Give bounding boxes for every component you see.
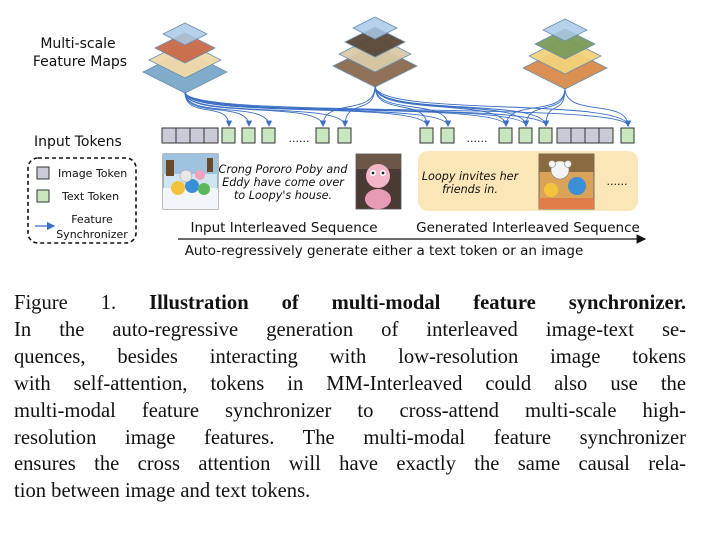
figure-diagram: Multi-scale Feature Maps Input Tokens ..… <box>27 16 647 259</box>
text-token <box>241 127 256 144</box>
feature-map-layer <box>344 26 406 58</box>
synchronizer-arrow <box>184 91 632 127</box>
text-token <box>261 127 276 144</box>
caption-title: Illustration of multi-modal feature sync… <box>149 292 686 314</box>
text-token <box>315 127 330 144</box>
generated-text-line: friends in. <box>442 183 498 196</box>
text-token <box>419 127 434 144</box>
feature-maps-label-line1: Multi-scale <box>40 36 115 52</box>
feature-map-stack <box>522 18 608 90</box>
caption-line: multi-modal feature synchronizer to cros… <box>14 399 686 422</box>
text-token <box>620 127 635 144</box>
text-token <box>337 127 352 144</box>
generated-text-line: Loopy invites her <box>422 170 520 183</box>
image-token <box>189 127 205 144</box>
caption-line: with self-attention, tokens in MM-Interl… <box>14 372 686 395</box>
text-token <box>221 127 236 144</box>
feature-map-stacks <box>142 16 608 94</box>
legend-image-token-label: Image Token <box>58 167 127 180</box>
figure-caption: Figure 1. Illustration of multi-modal fe… <box>14 290 686 505</box>
input-image-loopy <box>355 153 402 210</box>
synchronizer-arrow <box>374 85 452 127</box>
feature-map-layer <box>534 28 596 60</box>
caption-line: resolution image features. The multi-mod… <box>14 426 686 449</box>
synchronizer-arrow <box>184 91 273 127</box>
input-tokens-label: Input Tokens <box>34 134 122 150</box>
caption-line: ensures the cross attention will have ex… <box>14 453 686 476</box>
token-row <box>161 127 635 144</box>
synchronizer-arrow <box>502 87 566 127</box>
synchronizer-arrow <box>542 87 566 127</box>
generated-image-friends <box>538 153 595 210</box>
image-token <box>161 127 177 144</box>
synchronizer-arrow <box>374 85 431 127</box>
feature-maps-label-line2: Feature Maps <box>33 54 127 70</box>
synchronizer-arrow <box>319 85 376 127</box>
text-token <box>440 127 455 144</box>
synchronizer-arrow <box>341 85 376 127</box>
autoregressive-label: Auto-regressively generate either a text… <box>185 243 584 259</box>
legend-synchronizer-line1: Feature <box>71 213 113 226</box>
image-token <box>175 127 191 144</box>
feature-map-layer <box>154 32 216 64</box>
feature-map-stack <box>142 22 228 94</box>
synchronizer-arrow <box>184 91 349 127</box>
synchronizer-arrow <box>522 87 566 127</box>
synchronizer-arrows <box>184 85 632 127</box>
token-ellipsis-2: ...... <box>467 132 488 145</box>
image-token <box>598 127 614 144</box>
caption-body: In the auto-regressive generation of int… <box>14 317 686 505</box>
input-text-line: to Loopy's house. <box>234 189 332 202</box>
feature-map-layer <box>542 18 588 42</box>
caption-line: quences, besides interacting with low-re… <box>14 345 686 368</box>
text-token <box>518 127 533 144</box>
image-token <box>584 127 600 144</box>
caption-first-line: Figure 1. Illustration of multi-modal fe… <box>14 290 686 317</box>
input-sequence-label: Input Interleaved Sequence <box>190 220 377 236</box>
synchronizer-arrow <box>564 87 632 127</box>
input-text-line: Eddy have come over <box>222 176 345 189</box>
feature-map-stack <box>332 16 418 88</box>
feature-map-layer <box>352 16 398 40</box>
synchronizer-arrow <box>374 85 632 127</box>
input-text-line: Crong Pororo Poby and <box>219 163 349 176</box>
text-token <box>498 127 513 144</box>
feature-map-layer <box>162 22 208 46</box>
generated-sequence-label: Generated Interleaved Sequence <box>416 220 640 236</box>
legend-synchronizer-line2: Synchronizer <box>56 228 128 241</box>
synchronizer-arrow <box>184 91 452 127</box>
image-token <box>556 127 572 144</box>
legend-text-token-label: Text Token <box>61 190 119 203</box>
image-token <box>570 127 586 144</box>
caption-line: In the auto-regressive generation of int… <box>14 318 686 341</box>
token-ellipsis-1: ...... <box>289 132 310 145</box>
legend: Image Token Text Token Feature Synchroni… <box>27 157 137 244</box>
generated-ellipsis: ...... <box>607 175 628 188</box>
caption-label: Figure 1. <box>14 292 117 314</box>
legend-text-token-swatch <box>36 189 50 203</box>
image-token <box>203 127 219 144</box>
legend-image-token-swatch <box>36 166 50 180</box>
input-image-pororo-friends <box>162 153 219 210</box>
synchronizer-arrow <box>374 85 550 127</box>
text-token <box>538 127 553 144</box>
caption-line: tion between image and text tokens. <box>14 480 311 503</box>
